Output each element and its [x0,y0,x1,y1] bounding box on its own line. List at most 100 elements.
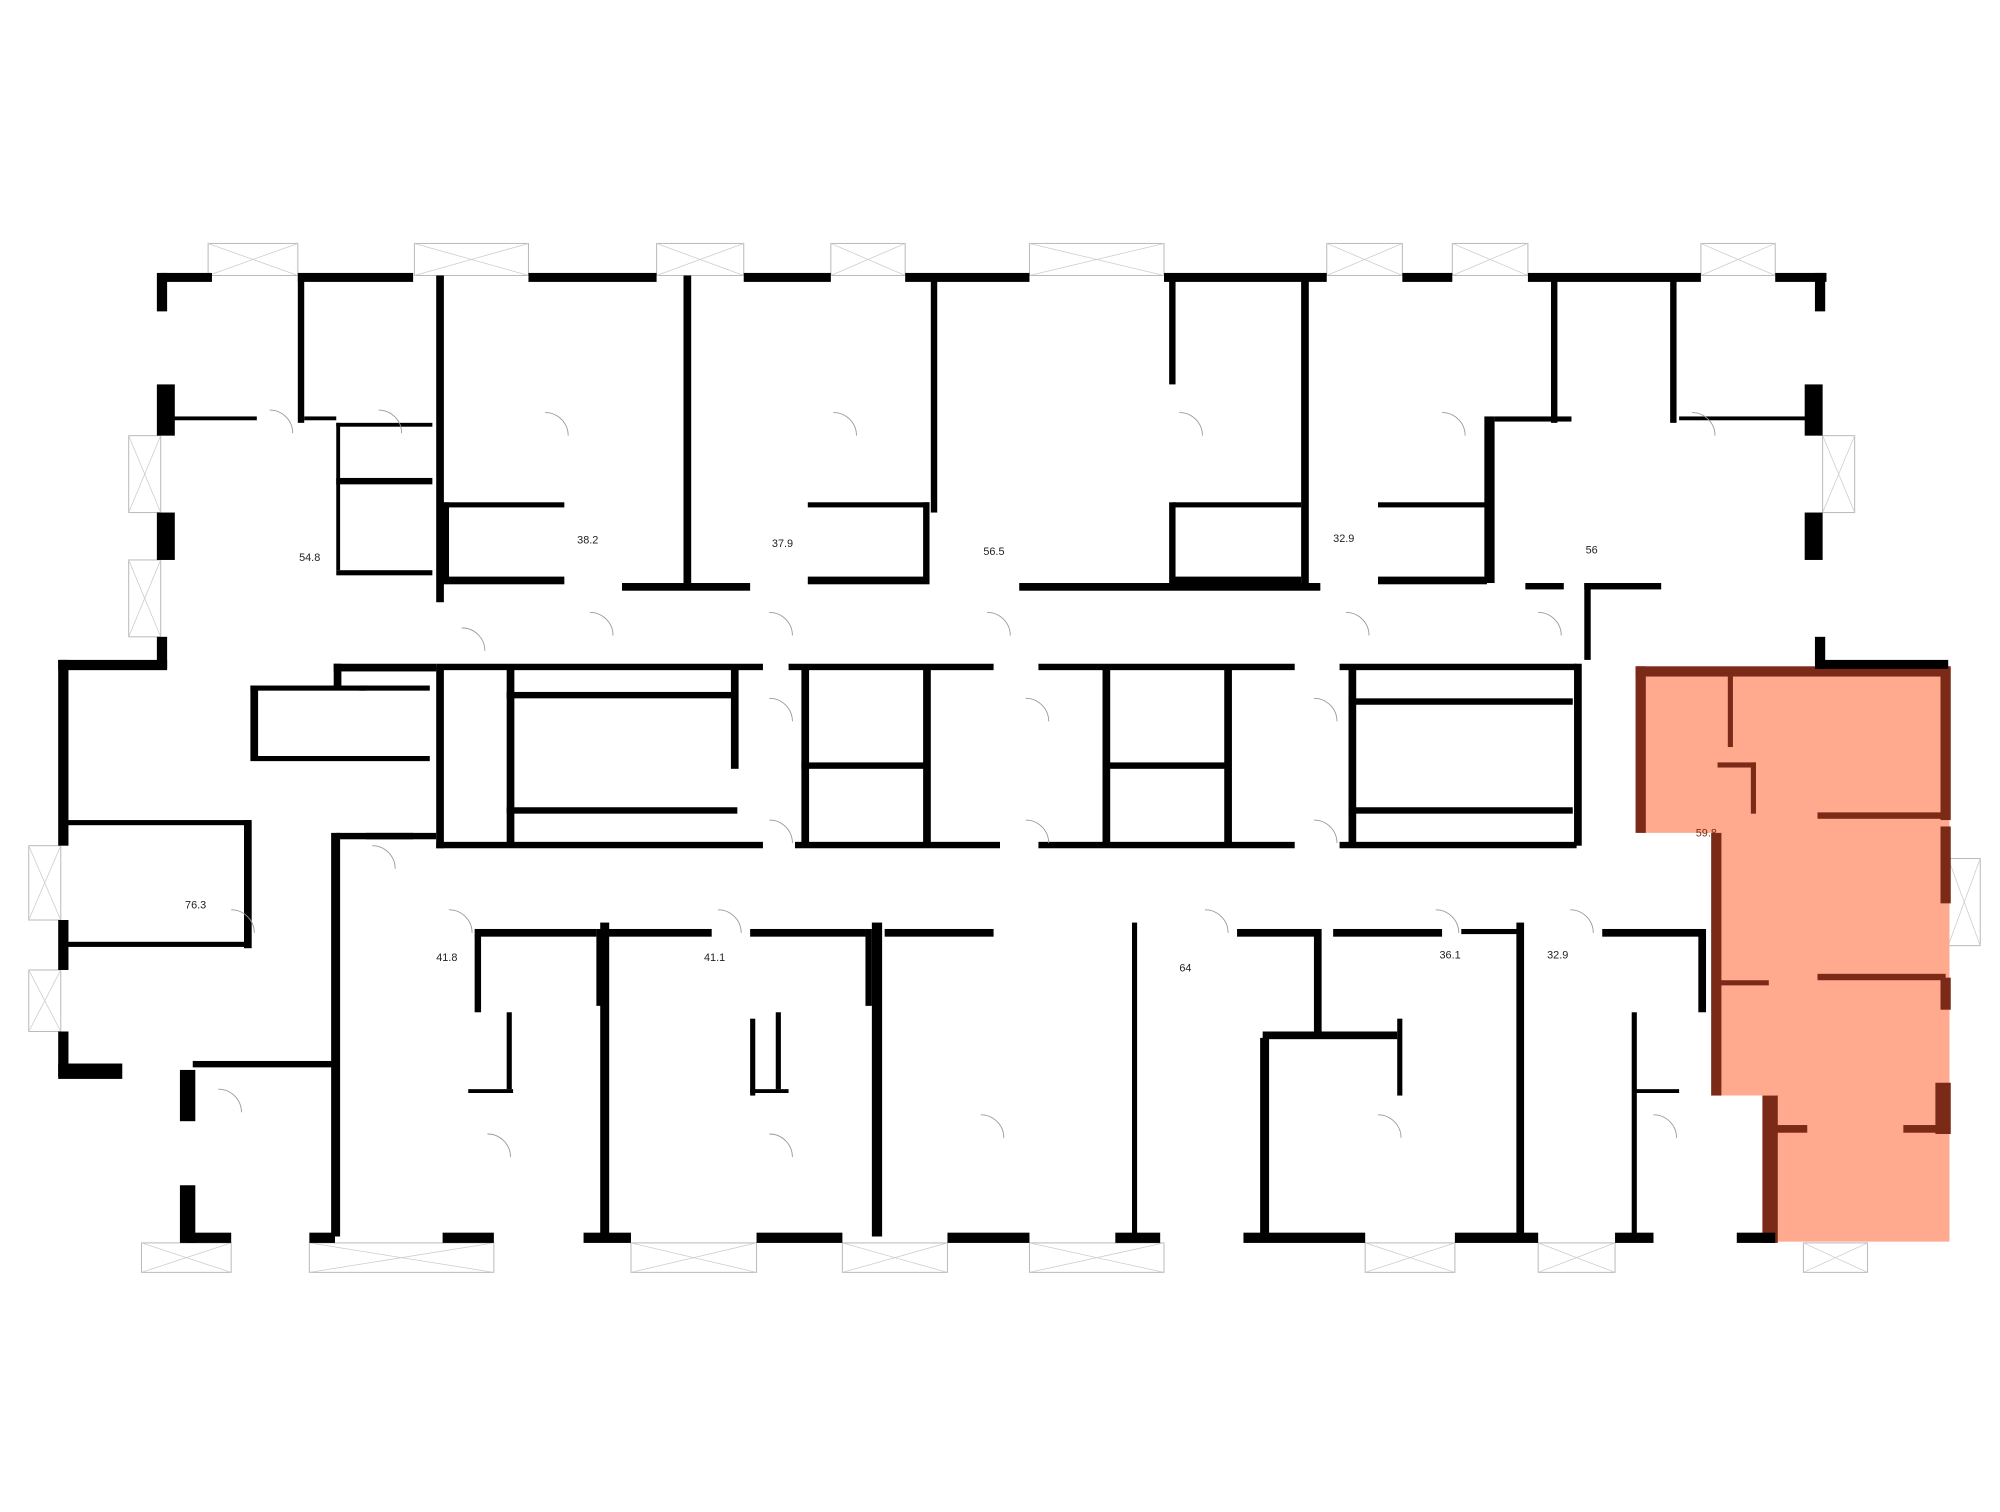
wall [602,928,712,937]
apartment-area-label[interactable]: 76.3 [185,899,206,911]
apartment-area-label[interactable]: 64 [1179,962,1191,974]
door-swing [718,909,742,933]
apartment-59-8-walls [1635,666,1951,1243]
door-swing [1025,697,1050,722]
window [1537,1242,1616,1273]
door-swing [1313,697,1338,722]
apartment-area-label[interactable]: 37.9 [772,538,793,550]
wall [1584,583,1591,660]
window [1364,1242,1456,1273]
wall [64,820,251,826]
wall [365,832,437,840]
wall [436,666,444,849]
wall [336,477,433,485]
wall [1631,1012,1637,1237]
apartment-area-label[interactable]: 56.5 [983,546,1004,558]
wall [58,1031,69,1077]
wall [58,659,69,846]
wall [1301,275,1309,590]
apartment-area-label[interactable]: 41.1 [704,952,725,964]
window [1822,435,1856,514]
apartment-59-8-highlight[interactable] [1638,670,1950,1242]
door-swing [769,1133,793,1158]
wall [1115,1232,1161,1243]
wall [1484,416,1495,584]
wall [1262,1031,1398,1040]
apartment-area-label[interactable]: 32.9 [1333,533,1354,545]
window [830,242,906,277]
door-swing [1653,1114,1678,1138]
door-swing [1691,412,1716,436]
wall [1814,636,1826,669]
door-swing [769,612,793,636]
wall [1670,275,1677,423]
wall [304,416,337,421]
wall [333,663,437,672]
apartment-area-label-selected[interactable]: 59.8 [1696,828,1717,840]
wall [1679,416,1821,421]
wall [1237,928,1321,937]
apartment-area-label[interactable]: 36.1 [1440,949,1461,961]
door-swing [269,409,294,434]
wall [750,1018,756,1096]
door-swing [980,1114,1005,1138]
wall [1634,1089,1680,1093]
wall [1131,922,1138,1237]
door-swing [372,845,396,869]
wall [179,1185,196,1243]
wall [1102,762,1231,769]
apartment-area-label[interactable]: 32.9 [1547,949,1568,961]
wall [884,928,994,937]
wall [750,928,866,937]
wall [1602,928,1705,937]
window [128,435,162,514]
wall [1736,1232,1776,1243]
wall [506,666,515,846]
apartment-area-label[interactable]: 38.2 [577,534,598,546]
wall [1172,502,1302,508]
door-swing [218,1088,242,1113]
wall [1461,928,1519,935]
door-swing [1435,909,1460,933]
wall [788,663,994,671]
wall [1574,663,1582,846]
wall [1348,666,1357,846]
wall [600,922,610,1237]
apartment-area-label[interactable]: 41.8 [436,952,457,964]
wall [156,384,175,436]
area-labels: 54.8 38.2 37.9 56.5 32.9 56 59.8 76.3 41… [185,533,1717,974]
wall [506,691,738,699]
apartment-area-label[interactable]: 54.8 [299,552,320,564]
apartment-area-label[interactable]: 56 [1586,545,1598,557]
window [1326,242,1403,277]
wall [923,502,930,580]
wall [442,502,565,508]
wall [1584,583,1662,590]
wall [1333,928,1443,937]
wall [1348,807,1573,814]
door-swing [987,612,1011,636]
wall [1397,1018,1403,1096]
wall [179,1069,196,1122]
wall [801,762,930,769]
wall [947,1232,1030,1243]
door-swing [449,909,473,933]
wall [336,570,433,576]
wall [1164,272,1327,282]
window [1028,1242,1165,1273]
wall [743,272,831,282]
door-swing [769,697,793,722]
wall [1348,698,1573,705]
door-swing [1025,819,1050,844]
wall [336,422,433,427]
wall [442,502,450,580]
wall [250,685,366,691]
window [308,1242,495,1273]
door-swing [1570,909,1594,933]
wall [596,928,603,1006]
wall [1169,275,1176,385]
wall [436,275,444,603]
wall [1814,272,1826,312]
window [1802,1242,1868,1273]
